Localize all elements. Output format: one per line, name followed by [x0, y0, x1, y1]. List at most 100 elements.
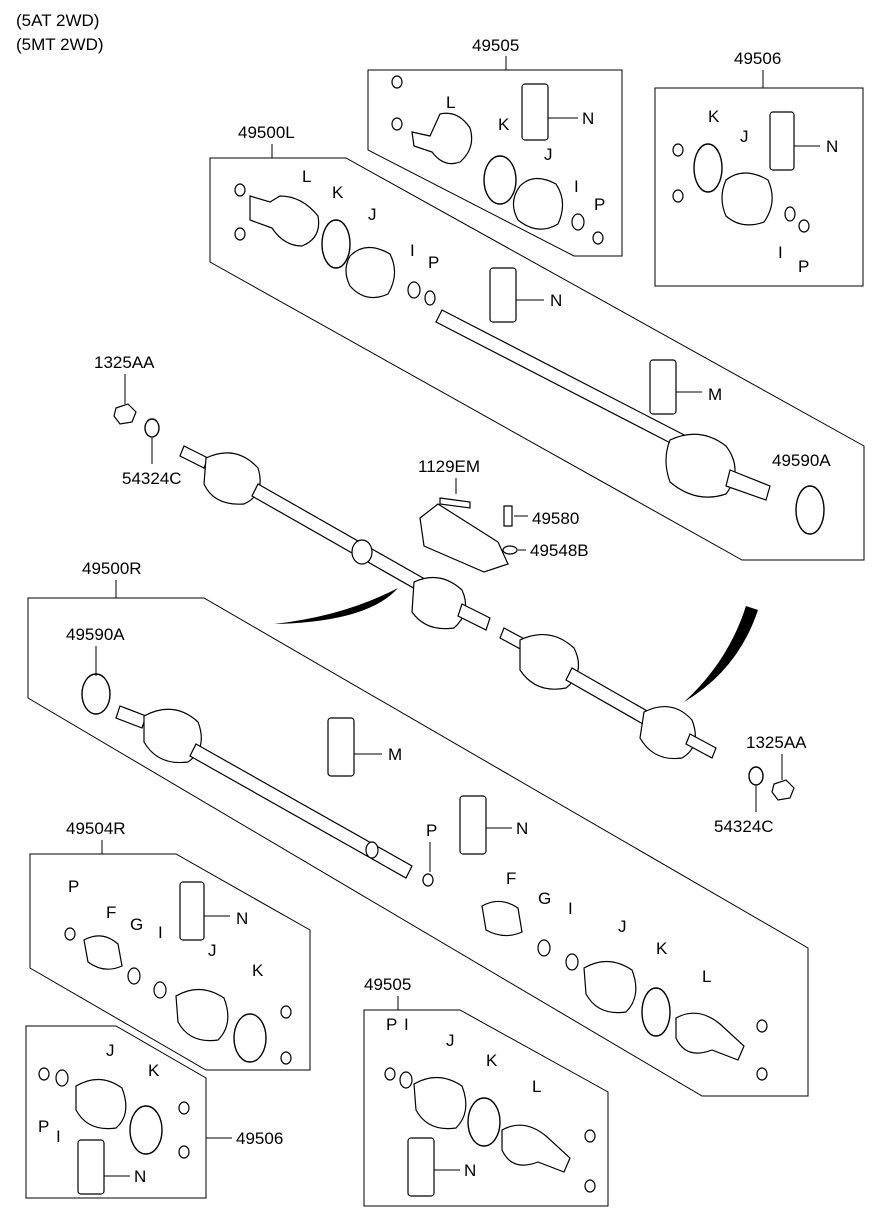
letter-P: P	[68, 877, 79, 896]
variant-5at-label: (5AT 2WD)	[16, 11, 99, 30]
clamp-part	[407, 281, 421, 299]
snap-ring-part	[798, 219, 810, 233]
letter-N: N	[582, 109, 594, 128]
circlip-part	[422, 873, 434, 887]
bolt-part	[439, 497, 471, 509]
letter-I: I	[158, 923, 163, 942]
inner-joint-part	[665, 433, 736, 498]
inner-stub-part	[457, 603, 491, 631]
outer-joint-part	[411, 112, 473, 165]
stub-shaft-part	[179, 445, 209, 469]
letter-J: J	[740, 127, 749, 146]
clamp-part	[784, 206, 796, 222]
grease-tube-part	[521, 83, 549, 141]
drive-shaft-r	[189, 743, 413, 879]
boot-band-part	[693, 143, 723, 193]
grease-can-part	[327, 717, 355, 777]
letter-F: F	[106, 903, 116, 922]
boot-part	[583, 960, 637, 1014]
snap-ring-part	[592, 231, 604, 245]
nut-washer-left: 1325AA 54324C	[94, 353, 182, 488]
letter-P: P	[38, 1117, 49, 1136]
boot-band-part	[321, 219, 351, 269]
letter-N: N	[516, 819, 528, 838]
bracket-part	[419, 503, 509, 573]
tone-ring-label: 49590A	[66, 625, 125, 644]
outer-joint-part	[249, 195, 320, 247]
letter-K: K	[148, 1061, 160, 1080]
circlip-part	[178, 1145, 190, 1159]
shaft-49500R-box	[27, 597, 809, 1097]
variant-5mt-label: (5MT 2WD)	[16, 35, 104, 54]
damper-part	[351, 539, 373, 565]
grease-dot	[672, 189, 684, 203]
stub-shaft-part	[725, 469, 771, 501]
kit-49504R: 49504R P F G I N J K	[29, 819, 311, 1071]
stub-shaft-part	[115, 705, 147, 729]
shaft-49500R-group: 49500R 49590A M P N F G I J K L	[27, 559, 809, 1097]
boot-band-part	[129, 1105, 163, 1155]
grease-dot	[178, 1101, 190, 1115]
letter-L: L	[532, 1077, 541, 1096]
letter-G: G	[538, 889, 551, 908]
letter-J: J	[446, 1031, 455, 1050]
letter-P: P	[798, 257, 809, 276]
bracket-cluster: 1129EM 49580 49548B	[418, 457, 589, 573]
letter-K: K	[656, 939, 668, 958]
spider-part	[127, 967, 141, 985]
boot-part	[175, 988, 229, 1042]
grease-dot	[391, 75, 403, 89]
stub-shaft-part	[685, 733, 717, 759]
letter-M: M	[708, 385, 722, 404]
boot-band-part	[641, 987, 671, 1037]
clamp-part	[55, 1069, 69, 1087]
grease-tube-part	[769, 111, 795, 171]
bolt-1129EM-label: 1129EM	[418, 457, 480, 476]
grease-tube-part	[459, 795, 487, 855]
grease-tube-part	[407, 1137, 435, 1197]
shaft-49500L-group: 49500L L K J I P N M 49590A	[209, 123, 865, 561]
boot-band-part	[233, 1013, 267, 1063]
washer-54324C-label: 54324C	[122, 469, 182, 488]
snap-ring-part	[424, 290, 436, 306]
kit-49505-bottom-label: 49505	[364, 975, 411, 994]
washer-54324C-label: 54324C	[714, 817, 774, 836]
letter-J: J	[544, 145, 553, 164]
letter-F: F	[506, 869, 516, 888]
washer-part	[144, 418, 160, 438]
boot-part	[75, 1078, 127, 1130]
letter-J: J	[618, 917, 627, 936]
boot-band-part	[467, 1097, 501, 1147]
letter-P: P	[386, 1015, 397, 1034]
letter-K: K	[486, 1051, 498, 1070]
letter-N: N	[134, 1167, 146, 1186]
kit-49506-top-box	[654, 87, 864, 287]
grease-tube-part	[489, 267, 517, 323]
letter-K: K	[498, 115, 510, 134]
letter-I: I	[404, 1015, 409, 1034]
kit-49504R-box	[29, 853, 311, 1071]
inner-cv-joint	[411, 576, 467, 630]
boot-part	[413, 1076, 467, 1130]
grease-can-part	[649, 359, 677, 415]
bolt-part	[503, 505, 513, 527]
letter-K: K	[252, 961, 264, 980]
letter-M: M	[388, 745, 402, 764]
grease-tube-part	[179, 881, 205, 941]
grease-dot	[584, 1129, 596, 1143]
letter-J: J	[368, 205, 377, 224]
nut-1325AA-label: 1325AA	[94, 353, 155, 372]
letter-J: J	[106, 1041, 115, 1060]
tripod-housing-part	[481, 900, 523, 937]
letter-N: N	[826, 137, 838, 156]
drive-shaft-center	[251, 483, 431, 595]
tripod-housing-part	[83, 935, 123, 970]
grease-dot	[234, 227, 246, 241]
circlip-part	[672, 143, 684, 157]
letter-J: J	[208, 941, 217, 960]
arrow-left	[274, 588, 398, 624]
arrow-right	[684, 606, 758, 702]
kit-49506-bottom-label: 49506	[236, 1129, 283, 1148]
letter-I: I	[410, 241, 415, 260]
letter-L: L	[702, 967, 711, 986]
